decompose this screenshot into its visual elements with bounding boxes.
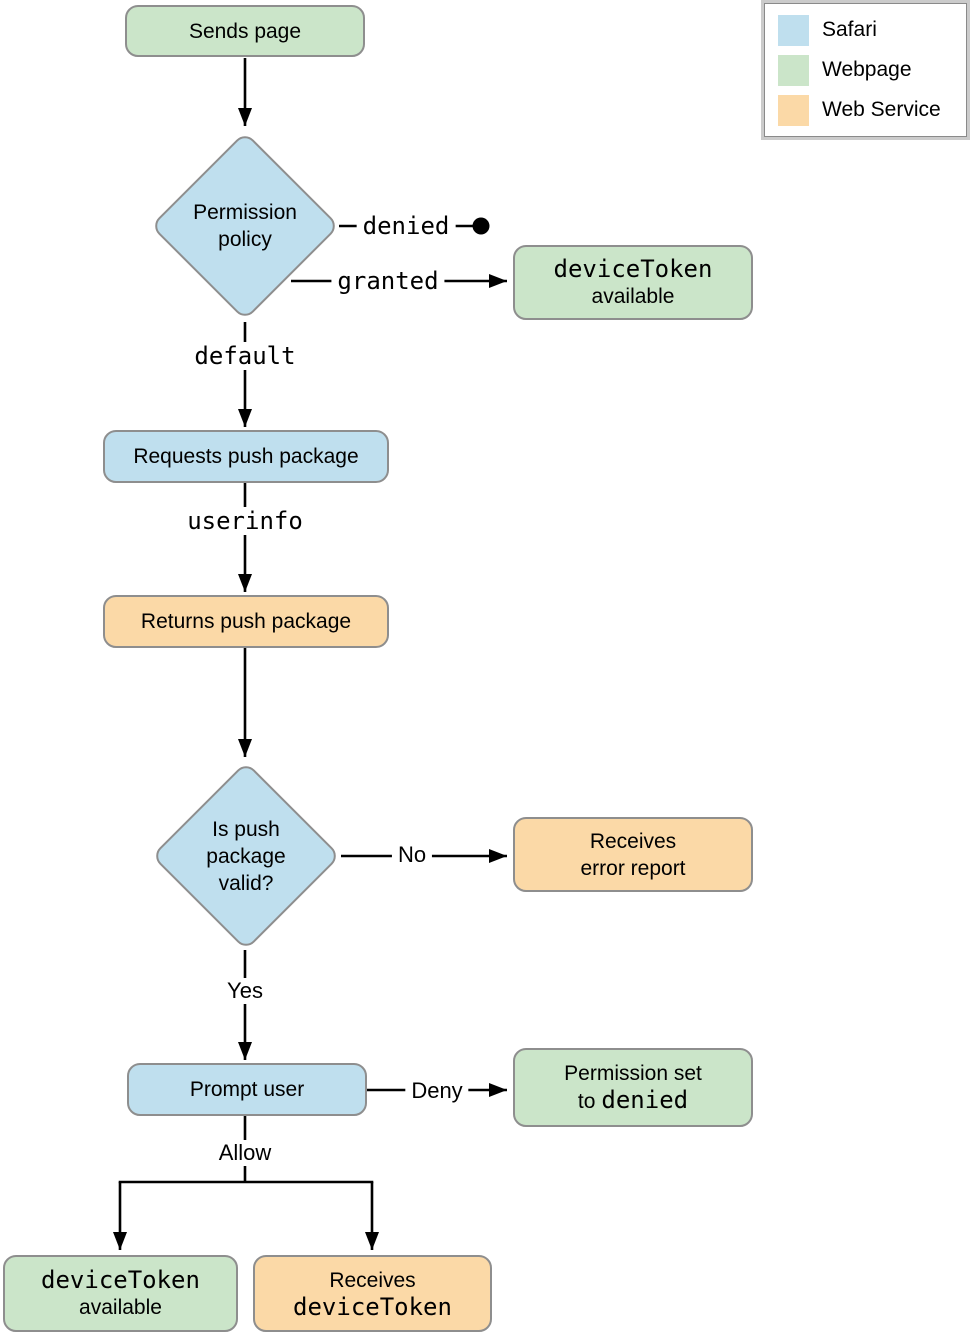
node-devicetoken-available-top: deviceToken available (513, 245, 753, 320)
node-permission-set-denied-line1: Permission set (564, 1062, 702, 1085)
node-receives-devicetoken-line2: deviceToken (293, 1292, 452, 1321)
legend-swatch-safari (778, 14, 809, 46)
node-is-push-package-valid-line2: package (206, 844, 286, 868)
legend-row-webpage: Webpage (778, 54, 966, 86)
legend-label-safari: Safari (822, 18, 877, 41)
node-returns-push-package-label: Returns push package (140, 610, 352, 633)
node-requests-push-package-label: Requests push package (133, 445, 359, 468)
legend-row-web-service: Web Service (778, 94, 966, 126)
node-receives-error-report-line1: Receives (589, 829, 677, 853)
node-prompt-user-label: Prompt user (189, 1078, 305, 1101)
node-permission-policy-line1: Permission (193, 201, 297, 224)
legend-label-webpage: Webpage (822, 58, 912, 81)
node-sends-page-label: Sends page (188, 19, 302, 43)
node-permission-set-denied-line2-prefix: to (577, 1090, 596, 1113)
legend-label-web-service: Web Service (822, 98, 941, 121)
node-devicetoken-available-bottom: deviceToken available (3, 1255, 238, 1332)
node-is-push-package-valid-line1: Is push (212, 817, 280, 841)
edge-label-default: default (188, 342, 302, 370)
node-devicetoken-available-top-line2: available (591, 284, 675, 308)
edge-label-no: No (391, 842, 433, 868)
edge-label-allow: Allow (212, 1140, 278, 1166)
node-devicetoken-available-bottom-line1: deviceToken (41, 1265, 200, 1294)
node-receives-error-report: Receives error report (513, 817, 753, 892)
node-devicetoken-available-bottom-line2: available (79, 1295, 162, 1319)
edge-label-denied: denied (356, 212, 456, 240)
node-returns-push-package: Returns push package (103, 595, 389, 648)
node-is-push-package-valid-line3: valid? (218, 871, 274, 895)
node-prompt-user: Prompt user (127, 1063, 367, 1116)
node-requests-push-package: Requests push package (103, 430, 389, 483)
node-permission-policy: Permission policy (155, 176, 335, 276)
edge-label-granted: granted (331, 267, 445, 295)
legend-row-safari: Safari (778, 14, 966, 46)
node-sends-page: Sends page (125, 5, 365, 57)
legend: Safari Webpage Web Service (764, 3, 967, 137)
node-receives-devicetoken: Receives deviceToken (253, 1255, 492, 1332)
node-devicetoken-available-top-line1: deviceToken (553, 254, 713, 283)
edge-label-yes: Yes (221, 978, 269, 1004)
node-permission-set-denied-line2-code: denied (601, 1086, 689, 1114)
node-receives-error-report-line2: error report (580, 856, 686, 880)
legend-swatch-web-service (778, 94, 809, 126)
node-receives-devicetoken-line1: Receives (329, 1268, 416, 1292)
edge-label-deny: Deny (405, 1078, 469, 1104)
legend-swatch-webpage (778, 54, 809, 86)
edge-label-userinfo: userinfo (181, 507, 309, 535)
node-is-push-package-valid: Is push package valid? (156, 796, 336, 916)
terminal-dot (472, 217, 490, 235)
node-permission-policy-line2: policy (218, 228, 272, 251)
